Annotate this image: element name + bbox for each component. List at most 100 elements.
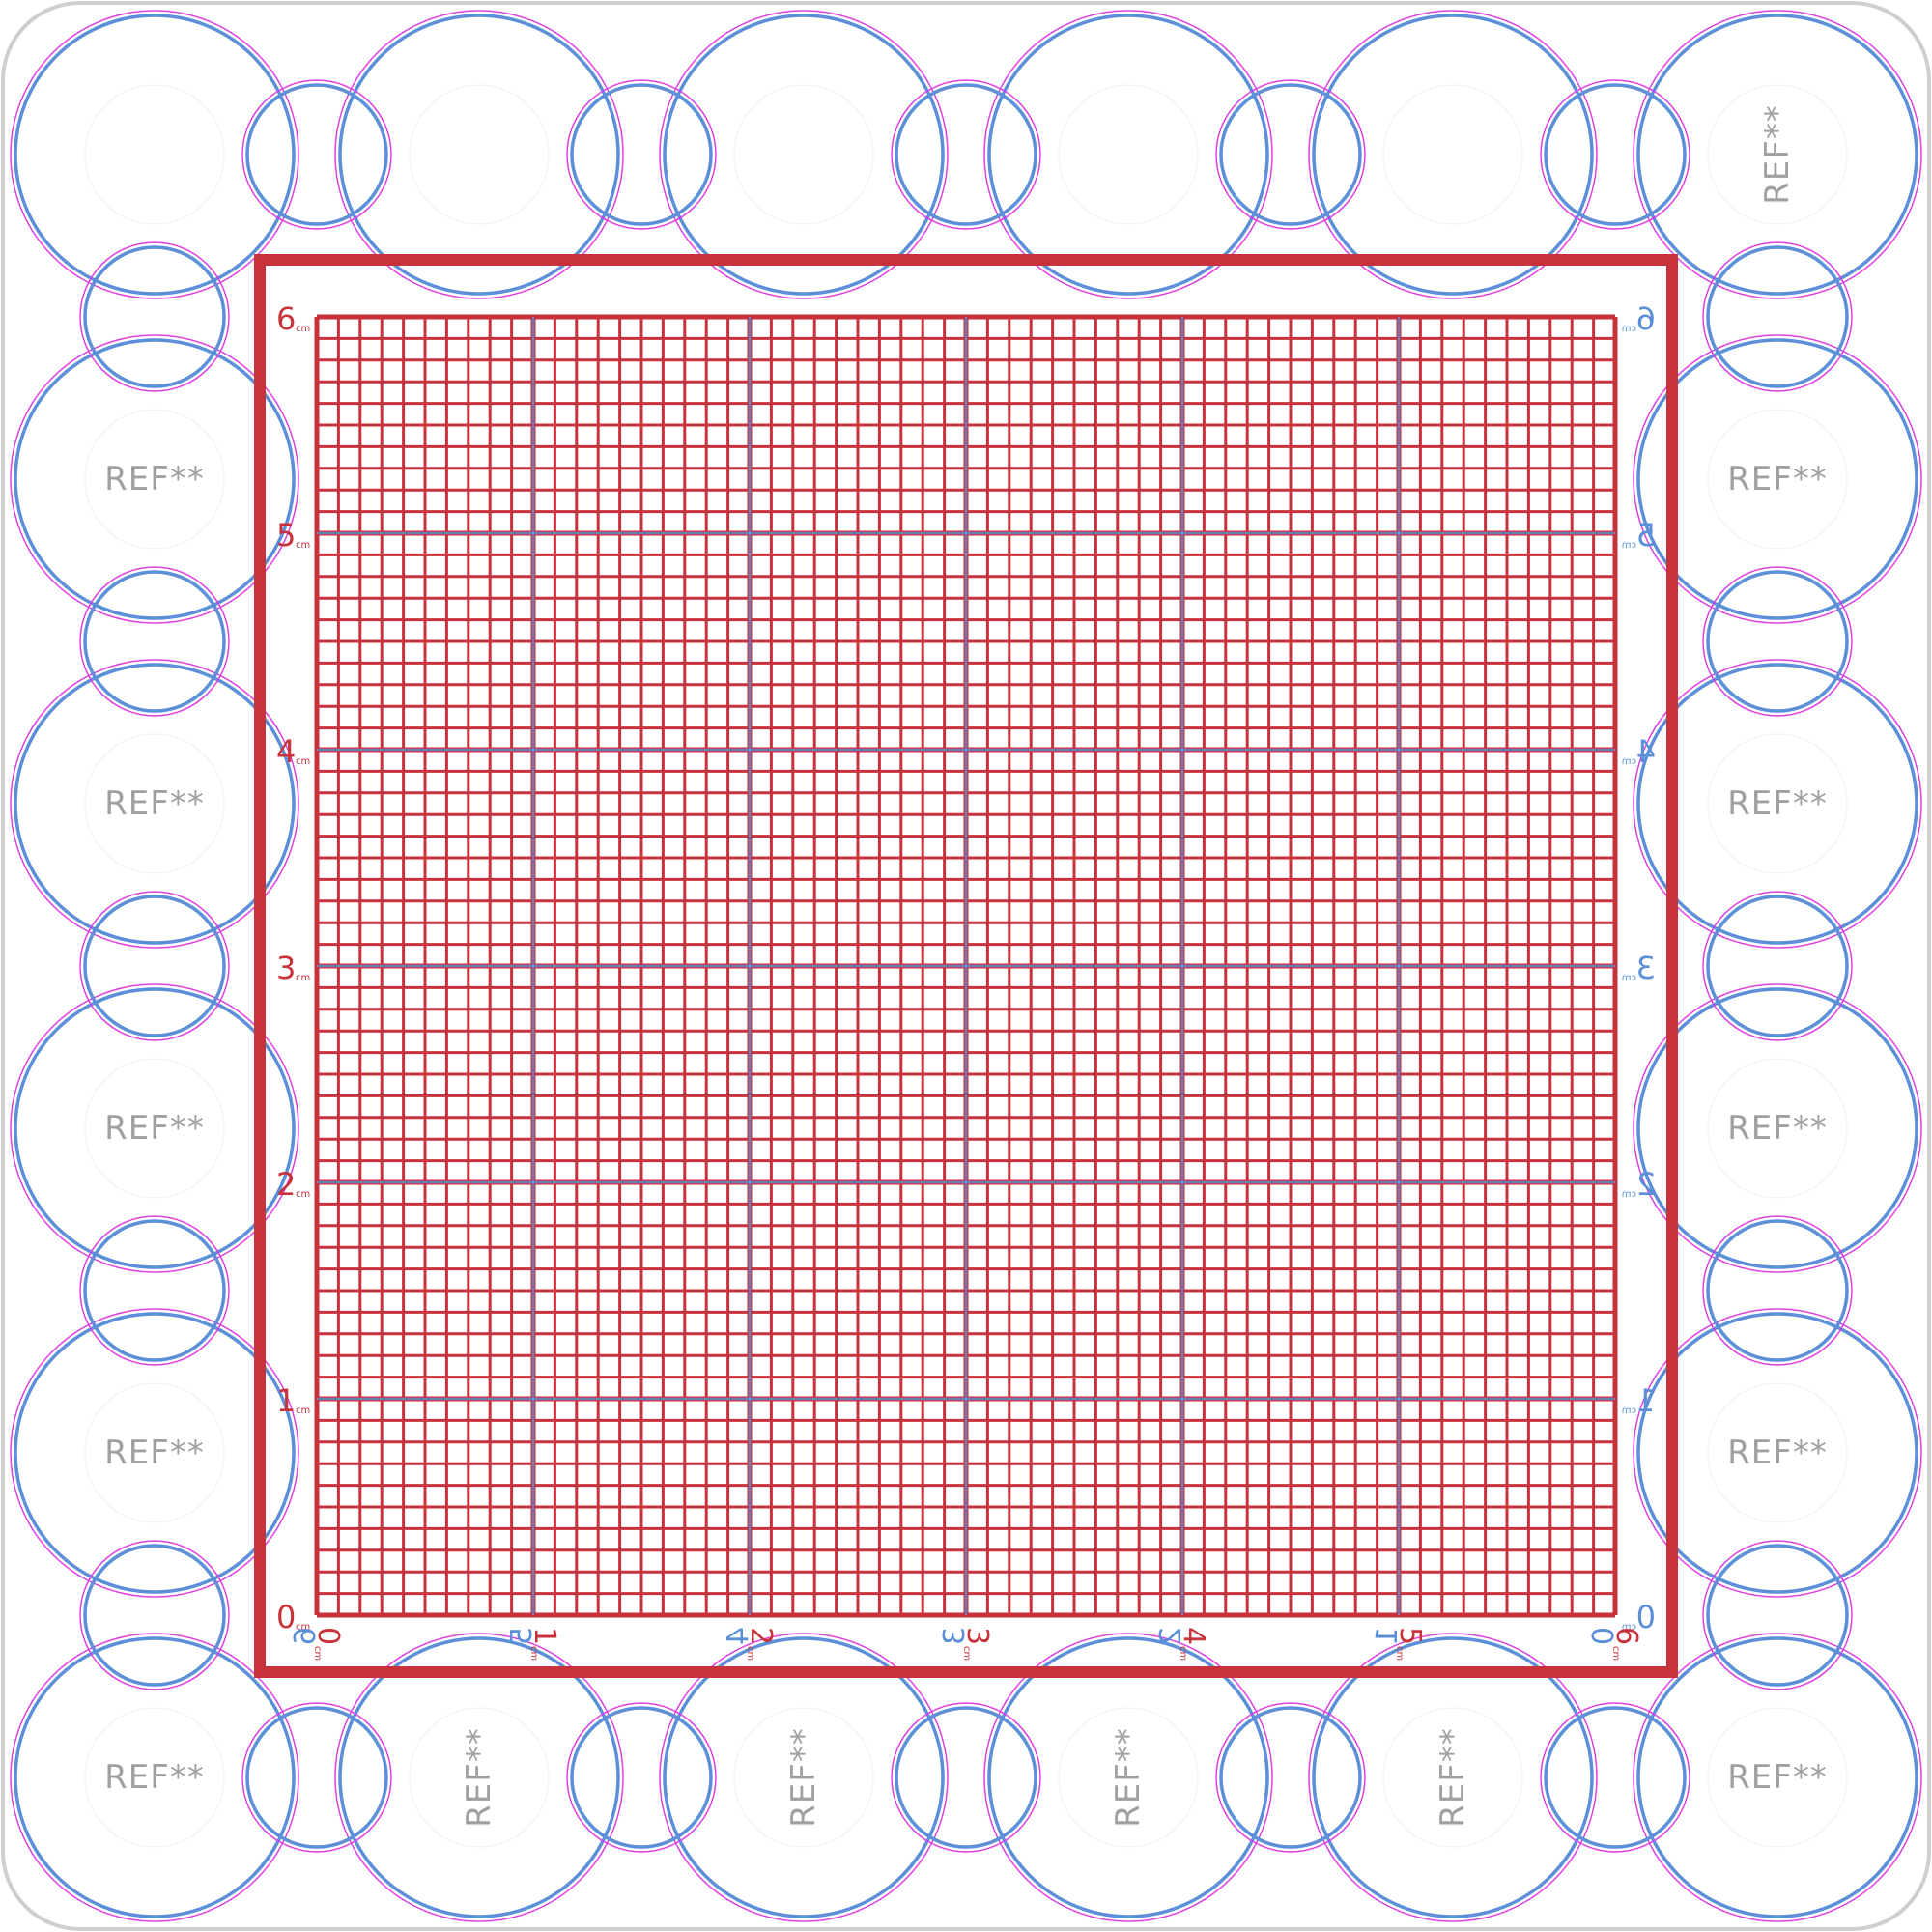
x-axis-label: 0cm <box>311 1627 345 1661</box>
unit-label: cm <box>1622 973 1636 983</box>
svg-text:2: 2 <box>1154 1627 1188 1645</box>
x-axis-label: 1cm <box>527 1627 561 1661</box>
mounting-hole-large <box>334 10 624 299</box>
unit-label: cm <box>961 1646 972 1661</box>
x-axis-label: 4cm <box>1177 1627 1210 1661</box>
ref-designator: REF** <box>784 1727 823 1828</box>
unit-label: cm <box>1622 1622 1636 1633</box>
svg-text:3: 3 <box>276 950 296 986</box>
svg-text:2: 2 <box>1636 1166 1656 1203</box>
mounting-hole-small <box>1702 1540 1853 1690</box>
mounting-hole-large <box>10 10 299 299</box>
back-x-axis-label: 4 <box>722 1627 755 1645</box>
svg-text:4: 4 <box>722 1627 755 1645</box>
mounting-hole-large <box>983 1633 1273 1922</box>
back-x-axis-label: 5 <box>505 1627 539 1645</box>
ref-designator: REF** <box>104 1109 205 1148</box>
svg-text:1: 1 <box>527 1627 561 1645</box>
unit-label: cm <box>1622 1189 1636 1200</box>
svg-text:0: 0 <box>276 1599 296 1635</box>
mounting-hole-small <box>1215 1702 1366 1853</box>
svg-text:5: 5 <box>1636 517 1656 554</box>
mounting-hole-large <box>1308 10 1598 299</box>
back-y-axis-label: 2cm <box>1622 1166 1656 1203</box>
back-y-axis-label: 0cm <box>1622 1599 1656 1635</box>
unit-label: cm <box>296 324 310 334</box>
ref-designator: REF** <box>104 1434 205 1472</box>
unit-label: cm <box>1622 540 1636 551</box>
unit-label: cm <box>296 540 310 551</box>
mounting-hole-large <box>10 1633 299 1922</box>
ref-designator: REF** <box>460 1727 498 1828</box>
mounting-hole-small <box>1702 566 1853 717</box>
svg-text:4: 4 <box>1636 733 1656 770</box>
mounting-hole-large <box>10 334 299 624</box>
mounting-hole-large <box>10 659 299 949</box>
mounting-hole-small <box>566 79 717 230</box>
mounting-hole-small <box>79 891 230 1041</box>
mounting-hole-small <box>79 566 230 717</box>
mounting-hole-large <box>10 1308 299 1598</box>
unit-label: cm <box>1622 756 1636 767</box>
unit-label: cm <box>312 1646 323 1661</box>
mounting-hole-small <box>1702 891 1853 1041</box>
mounting-hole-large <box>983 10 1273 299</box>
svg-text:0: 0 <box>1587 1627 1621 1645</box>
svg-text:2: 2 <box>744 1627 778 1645</box>
back-x-axis-label: 1 <box>1371 1627 1405 1645</box>
svg-text:5: 5 <box>276 517 296 554</box>
mounting-hole-large <box>1308 1633 1598 1922</box>
mounting-hole-small <box>242 1702 392 1853</box>
mounting-hole-small <box>891 79 1041 230</box>
x-axis-label: 6cm <box>1609 1627 1643 1661</box>
unit-label: cm <box>1178 1646 1188 1661</box>
x-axis-label: 2cm <box>744 1627 778 1661</box>
unit-label: cm <box>296 973 310 983</box>
back-y-axis-label: 3cm <box>1622 950 1656 986</box>
x-axis-label: 3cm <box>960 1627 994 1661</box>
mounting-hole-small <box>1540 79 1690 230</box>
unit-label: cm <box>1622 1406 1636 1416</box>
unit-label: cm <box>296 1406 310 1416</box>
back-y-axis-label: 6cm <box>1622 300 1656 337</box>
svg-text:4: 4 <box>276 733 296 770</box>
mounting-hole-large <box>334 1633 624 1922</box>
mounting-hole-small <box>566 1702 717 1853</box>
svg-text:0: 0 <box>1636 1599 1656 1635</box>
svg-text:1: 1 <box>276 1382 296 1419</box>
svg-text:0: 0 <box>311 1627 345 1645</box>
svg-text:3: 3 <box>960 1627 994 1645</box>
back-x-axis-label: 6 <box>289 1627 323 1645</box>
back-x-axis-label: 0 <box>1587 1627 1621 1645</box>
svg-text:4: 4 <box>1177 1627 1210 1645</box>
mounting-hole-small <box>79 242 230 392</box>
svg-text:2: 2 <box>276 1166 296 1203</box>
mounting-hole-small <box>242 79 392 230</box>
svg-text:1: 1 <box>1371 1627 1405 1645</box>
mounting-hole-small <box>1540 1702 1690 1853</box>
unit-label: cm <box>1622 324 1636 334</box>
ref-designator: REF** <box>104 1758 205 1797</box>
unit-label: cm <box>745 1646 755 1661</box>
ref-designator: REF** <box>1758 104 1797 205</box>
svg-text:3: 3 <box>1636 950 1656 986</box>
unit-label: cm <box>1610 1646 1621 1661</box>
ref-designator: REF** <box>1109 1727 1148 1828</box>
ref-designator: REF** <box>1727 1434 1828 1472</box>
ref-designator: REF** <box>104 784 205 823</box>
unit-label: cm <box>296 1622 310 1633</box>
ref-designator: REF** <box>1727 784 1828 823</box>
ref-designator: REF** <box>1727 1758 1828 1797</box>
ruler-frame <box>254 254 1678 1678</box>
back-y-axis-label: 5cm <box>1622 517 1656 554</box>
svg-text:5: 5 <box>505 1627 539 1645</box>
mounting-hole-small <box>1702 1215 1853 1366</box>
svg-text:6: 6 <box>1636 300 1656 337</box>
svg-text:6: 6 <box>1609 1627 1643 1645</box>
ref-designator: REF** <box>1727 460 1828 498</box>
